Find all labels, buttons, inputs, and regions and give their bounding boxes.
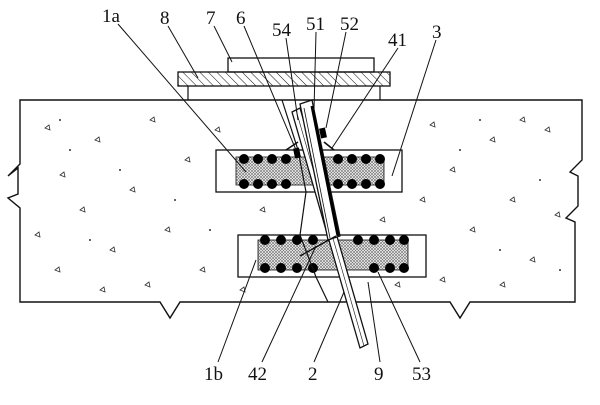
- label-42: 42: [248, 364, 267, 385]
- label-8: 8: [160, 8, 170, 29]
- hatched-plate-8: [177, 71, 391, 87]
- sleeve-inner-line: [303, 107, 331, 239]
- label-6: 6: [236, 8, 246, 29]
- concrete-slab: [6, 99, 583, 320]
- lower-rebar-dots: [260, 235, 409, 273]
- leader-lines: [117, 23, 437, 363]
- label-41: 41: [388, 30, 407, 51]
- upper-rebar-dots: [239, 154, 385, 189]
- wedge-right: [323, 141, 335, 151]
- label-1b: 1b: [204, 364, 223, 385]
- label-2: 2: [308, 364, 318, 385]
- anchor-band-42: [299, 235, 337, 257]
- crack-9: [281, 99, 329, 303]
- aggregate-texture: [34, 116, 561, 293]
- label-1a: 1a: [102, 6, 121, 27]
- label-9: 9: [374, 364, 384, 385]
- wedge-left: [285, 141, 299, 151]
- label-51: 51: [306, 14, 325, 35]
- label-7: 7: [206, 8, 216, 29]
- label-52: 52: [340, 14, 359, 35]
- label-53: 53: [412, 364, 431, 385]
- label-3: 3: [432, 22, 442, 43]
- fitting-54: [293, 147, 301, 159]
- label-54: 54: [272, 20, 292, 41]
- sleeve-51: [299, 99, 341, 241]
- sleeve-dark-edge: [310, 105, 340, 237]
- top-block-7: [227, 57, 375, 73]
- fitting-41: [319, 127, 327, 139]
